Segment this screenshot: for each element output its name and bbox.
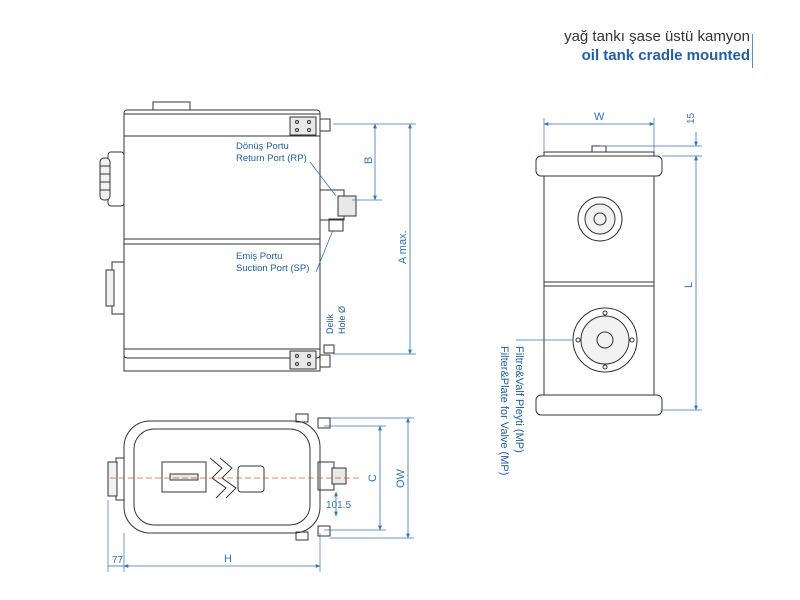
return-port-nozzle <box>328 218 344 232</box>
bolt <box>307 362 311 366</box>
bolt <box>307 354 311 358</box>
dimension-c-label: C <box>367 474 379 482</box>
top-clamp <box>319 118 331 132</box>
end-view-annotations: W 15 L Filtre&Valf Pleyti (MP) Filter&Pl… <box>498 111 702 475</box>
top-view <box>107 413 347 541</box>
mount-foot <box>317 525 331 537</box>
return-port-label-tr: Dönüş Portu <box>236 141 289 152</box>
bottom-clamp <box>319 354 331 368</box>
header-divider <box>752 34 753 68</box>
breather <box>591 145 607 153</box>
side-view-annotations: Dönüş Portu Return Port (RP) Emiş Portu … <box>236 123 416 355</box>
dimension-a-label: A max. <box>397 230 409 264</box>
top-cap <box>152 101 191 111</box>
sight-glass <box>169 473 199 481</box>
bottom-ring <box>535 394 663 416</box>
return-port-fitting <box>337 195 357 217</box>
top-ring <box>535 155 663 177</box>
dimension-b-label: B <box>363 157 375 164</box>
bolt <box>307 120 311 124</box>
drain-plug <box>323 344 335 354</box>
plate-label-tr: Filtre&Valf Pleyti (MP) <box>513 346 525 453</box>
dimension-h-label: H <box>224 553 232 565</box>
tank-body <box>123 109 321 359</box>
suction-flange-icon <box>105 269 115 307</box>
top-outline <box>123 420 321 534</box>
bolt <box>295 128 299 132</box>
title-english: oil tank cradle mounted <box>581 47 750 64</box>
bolt <box>295 354 299 358</box>
bolt <box>307 128 311 132</box>
bolt <box>295 362 299 366</box>
dimension-15-label: 15 <box>686 112 697 124</box>
end-view <box>535 145 663 416</box>
filler-cap-icon <box>99 157 111 201</box>
valve-mount <box>237 465 265 493</box>
return-port-label-en: Return Port (RP) <box>236 153 307 164</box>
mount-foot <box>295 531 309 541</box>
top-view-annotations: C OW 101.5 77 H <box>107 417 414 572</box>
dimension-ow-label: OW <box>395 468 407 488</box>
dimension-w-label: W <box>594 111 605 123</box>
plate-label-en: Filter&Plate for Valve (MP) <box>498 346 510 475</box>
valve-plate-icon <box>580 315 630 365</box>
filler-port-icon <box>584 203 616 235</box>
top-bracket <box>289 116 317 136</box>
filler-port-outer <box>577 196 623 242</box>
mount-foot <box>317 417 331 429</box>
bottom-bracket <box>289 350 317 370</box>
title-turkish: yağ tankı şase üstü kamyon <box>564 28 750 45</box>
dimension-1015-label: 101.5 <box>326 500 351 511</box>
bolt <box>295 120 299 124</box>
hole-label-tr: Delik <box>325 313 335 334</box>
dimension-77-label: 77 <box>112 555 124 566</box>
top-inner-outline <box>133 428 311 526</box>
hole-label-en: Hole Ø <box>337 306 347 334</box>
suction-port-label-tr: Emiş Portu <box>236 251 282 262</box>
cover-plate <box>161 461 207 493</box>
suction-port-label-en: Suction Port (SP) <box>236 263 309 274</box>
side-view <box>99 101 357 372</box>
mount-foot <box>295 413 309 423</box>
dimension-l-label: L <box>683 282 695 288</box>
top-filler-icon <box>107 461 118 497</box>
